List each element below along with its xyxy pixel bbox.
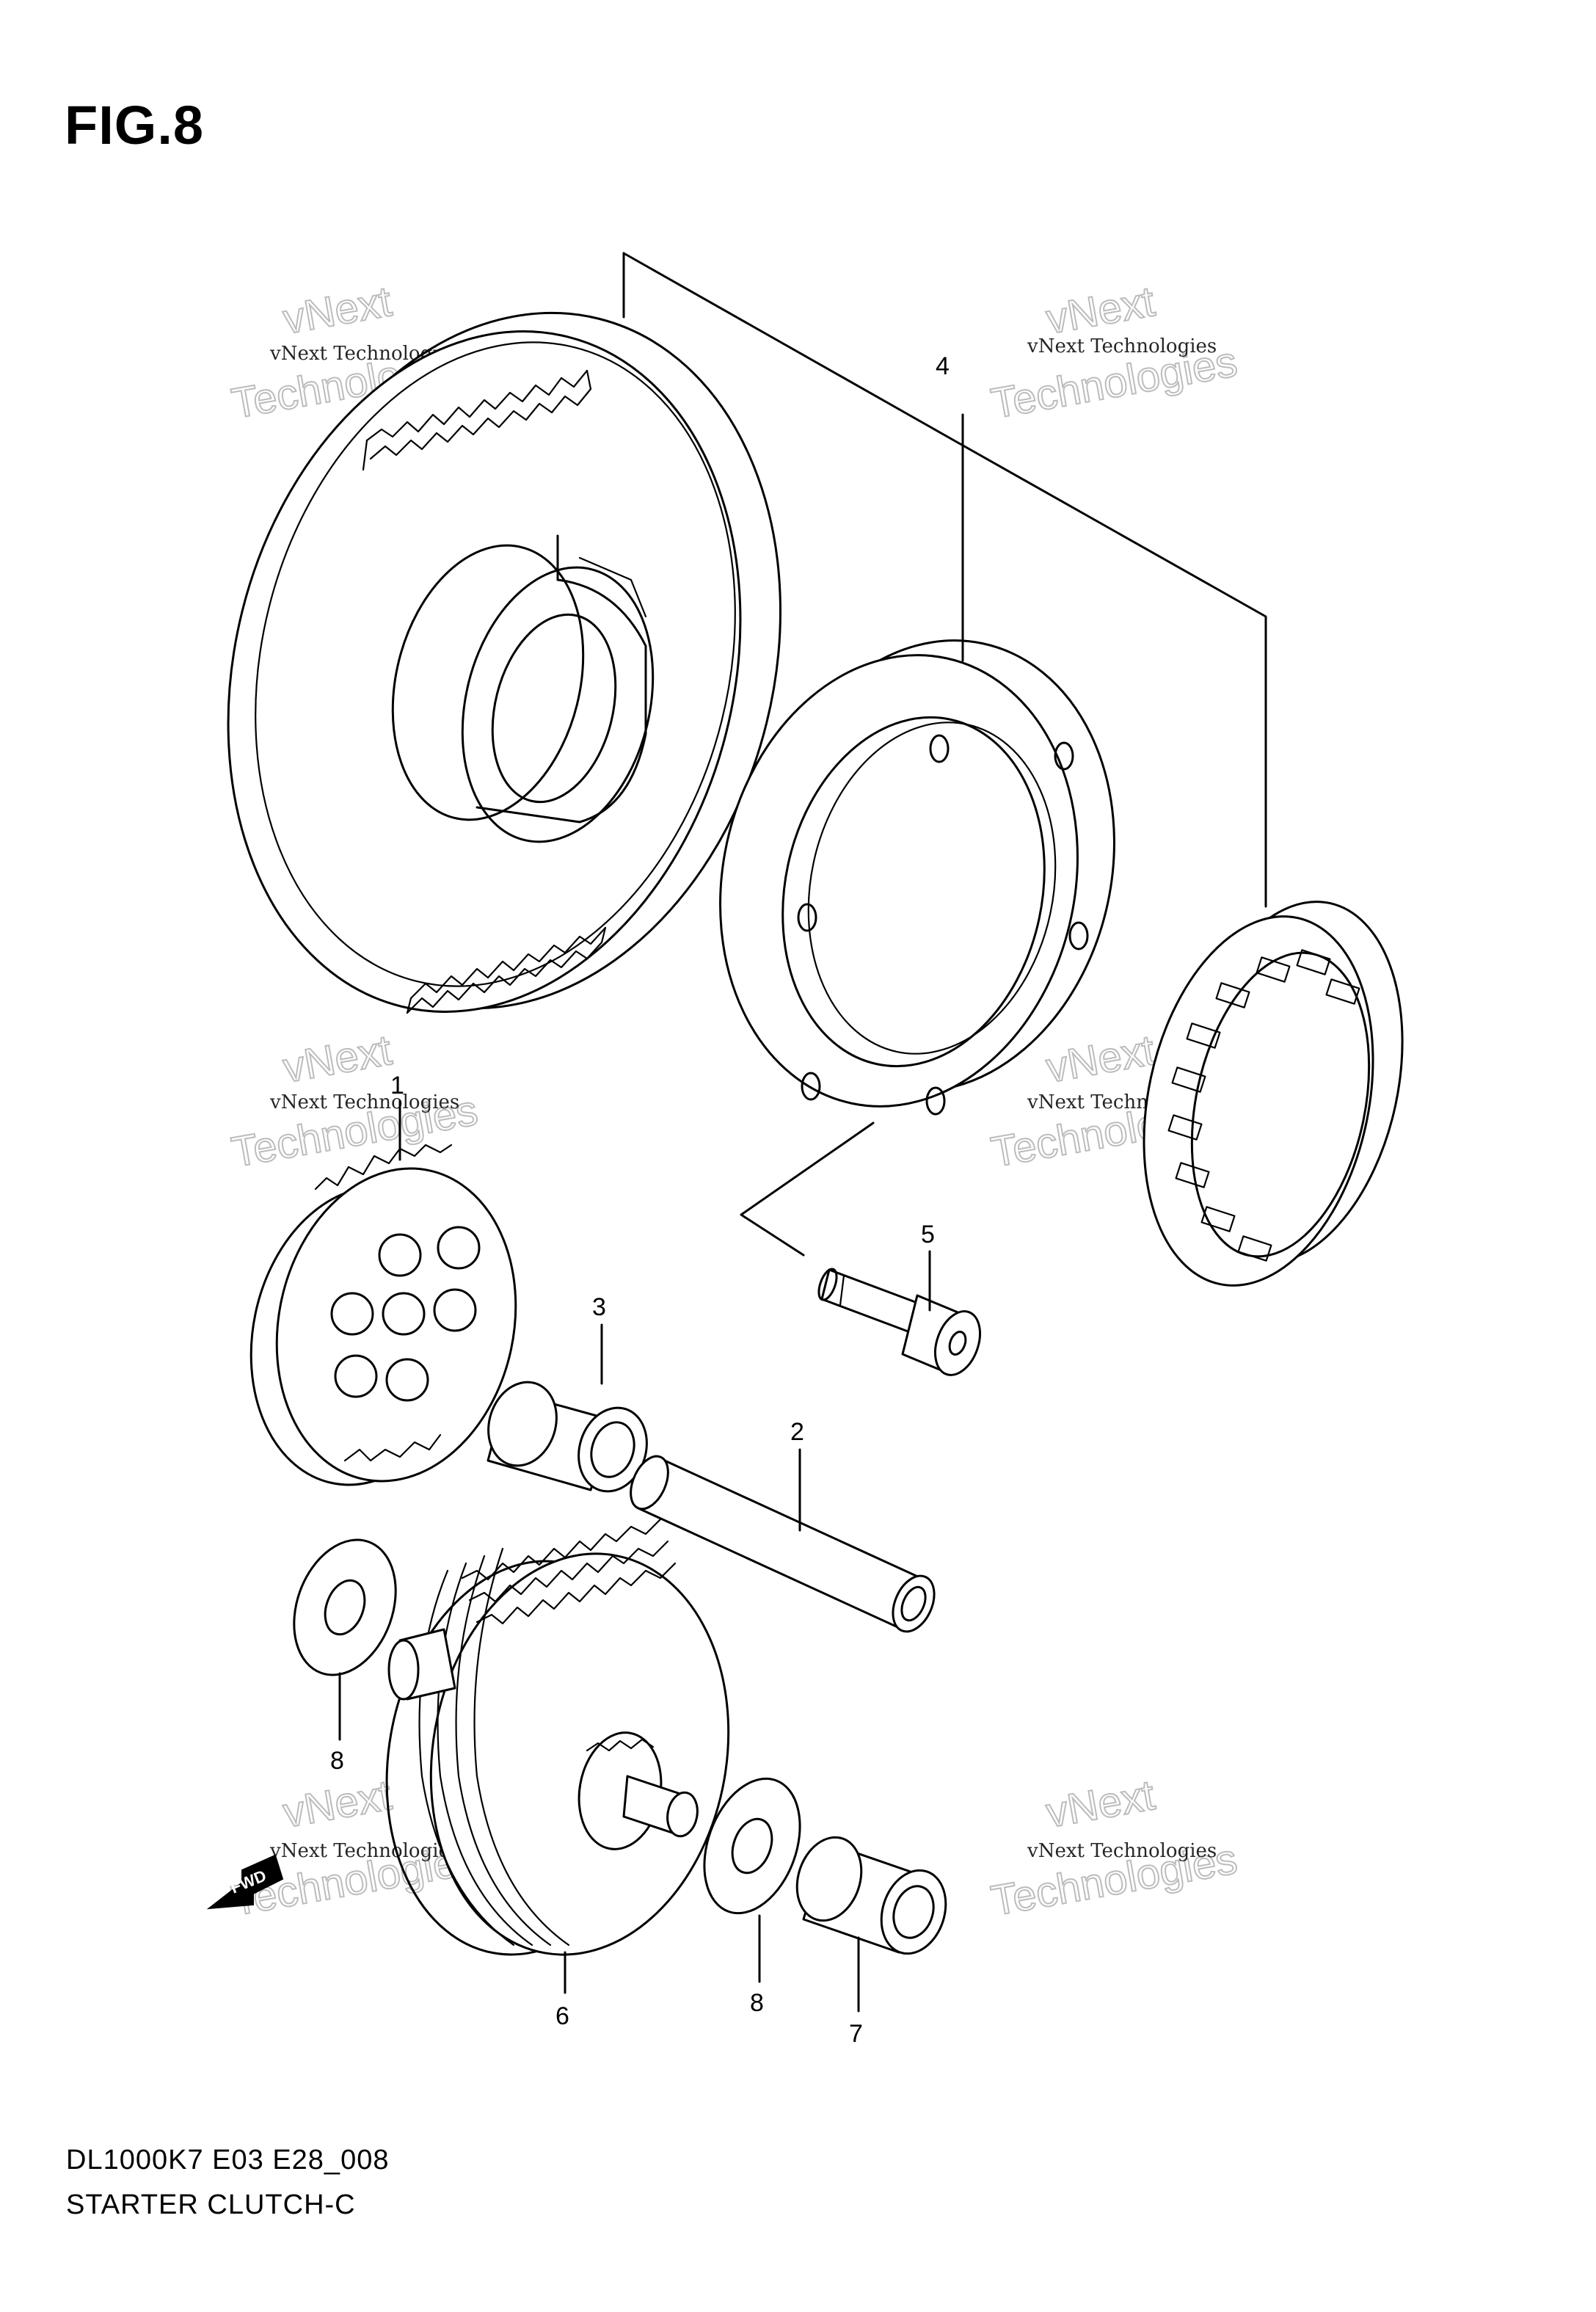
svg-text:vNext: vNext	[1043, 277, 1158, 343]
diagram-name-label: STARTER CLUTCH-C	[66, 2189, 356, 2220]
svg-text:vNext: vNext	[280, 1026, 395, 1092]
bolt-holes	[797, 734, 1089, 1116]
callout-7-label: 7	[849, 2020, 863, 2048]
callout-3: 3	[592, 1293, 606, 1385]
callout-4-label: 4	[936, 352, 950, 380]
gear-teeth-bottom	[406, 926, 607, 1014]
callout-8b-label: 8	[750, 1989, 764, 2017]
callout-7: 7	[849, 1936, 863, 2048]
figure-title: FIG.8	[65, 95, 205, 156]
gear-assembly-part-6	[385, 1518, 730, 1956]
idle-gear-holes	[330, 1226, 481, 1402]
callout-1-label: 1	[390, 1072, 404, 1099]
callout-6: 6	[555, 1951, 569, 2030]
shaft-part-2	[630, 1455, 936, 1633]
starter-driven-gear	[227, 311, 782, 1014]
one-way-roller-cage	[1143, 901, 1404, 1287]
callout-8b: 8	[750, 1914, 764, 2017]
assembly-4-bracket	[622, 252, 1267, 908]
clutch-housing-ring	[719, 639, 1115, 1257]
svg-text:vNext: vNext	[1043, 1771, 1158, 1837]
idle-gear-part-1	[249, 1144, 517, 1486]
callout-4: 4	[936, 352, 950, 380]
watermark-mid-left: vNext Technologies vNext Technologies	[227, 1025, 482, 1177]
model-code-label: DL1000K7 E03 E28_008	[66, 2145, 390, 2175]
callout-2: 2	[790, 1418, 804, 1532]
callout-8a: 8	[330, 1672, 344, 1775]
washer-part-8-left	[293, 1538, 397, 1676]
bolt-part-5	[817, 1268, 981, 1376]
svg-text:vNext Technologies: vNext Technologies	[269, 1840, 459, 1862]
bushing-part-3	[487, 1381, 648, 1493]
callout-3-label: 3	[592, 1293, 606, 1321]
svg-text:vNext: vNext	[280, 277, 395, 343]
callout-5: 5	[921, 1221, 935, 1312]
gear-teeth-top	[362, 369, 592, 471]
bushing-part-7	[795, 1836, 947, 1955]
callout-5-label: 5	[921, 1221, 935, 1248]
callout-1: 1	[390, 1072, 404, 1161]
svg-text:vNext Technologies: vNext Technologies	[1027, 1840, 1217, 1862]
watermark-top-right: vNext Technologies vNext Technologies	[987, 277, 1242, 429]
svg-text:vNext: vNext	[1043, 1026, 1158, 1092]
svg-text:vNext Technologies: vNext Technologies	[1027, 335, 1217, 357]
callout-6-label: 6	[555, 2002, 569, 2030]
gear-6-teeth	[461, 1518, 677, 1625]
roller-slots	[1167, 949, 1360, 1262]
callout-2-label: 2	[790, 1418, 804, 1446]
svg-text:vNext: vNext	[280, 1771, 395, 1837]
callout-8a-label: 8	[330, 1747, 344, 1775]
watermark-bottom-right: vNext Technologies vNext Technologies	[987, 1770, 1242, 1926]
svg-text:vNext Technologies: vNext Technologies	[269, 1091, 459, 1113]
